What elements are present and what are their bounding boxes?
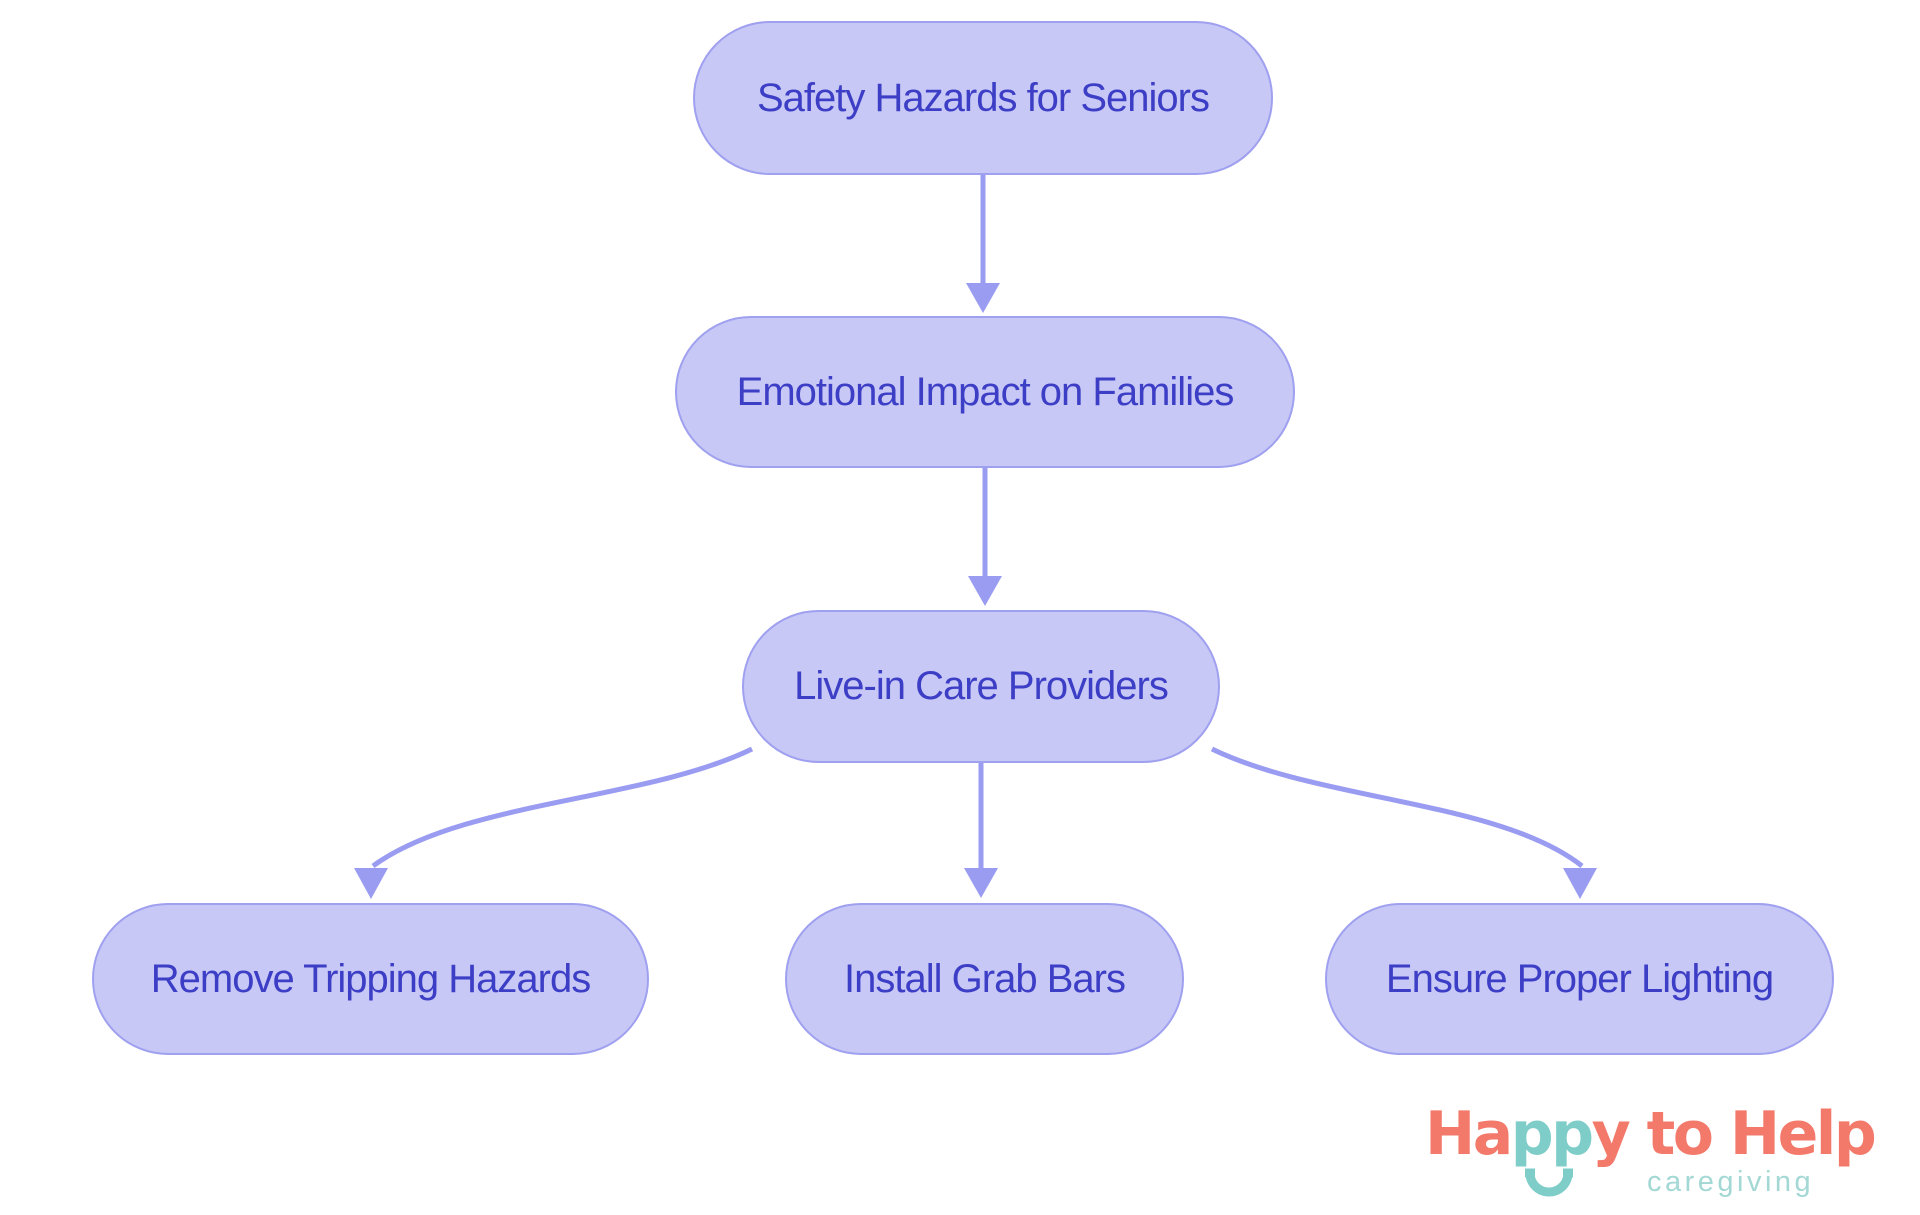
node-label: Ensure Proper Lighting bbox=[1385, 956, 1774, 1001]
logo-title-part1: Ha bbox=[1425, 1099, 1513, 1169]
node-label: Remove Tripping Hazards bbox=[150, 956, 591, 1001]
node-label: Live-in Care Providers bbox=[794, 664, 1169, 708]
node-ensure-proper-lighting: Ensure Proper Lighting bbox=[1325, 903, 1834, 1055]
arrowhead-livein-to-lighting bbox=[1563, 868, 1597, 899]
arrowhead-emotional-to-livein bbox=[968, 576, 1002, 606]
edge-livein-to-lighting bbox=[1210, 746, 1584, 868]
node-label: Install Grab Bars bbox=[844, 956, 1126, 1001]
node-label: Emotional Impact on Families bbox=[736, 369, 1235, 414]
arrowhead-livein-to-grabbars bbox=[964, 868, 998, 898]
arrowhead-safety-to-emotional bbox=[966, 283, 1000, 313]
node-install-grab-bars: Install Grab Bars bbox=[785, 903, 1184, 1055]
happy-to-help-logo: Happy to Help caregiving bbox=[1425, 1104, 1895, 1214]
logo-subtitle: caregiving bbox=[1647, 1166, 1815, 1198]
node-emotional-impact-on-families: Emotional Impact on Families bbox=[675, 316, 1295, 468]
logo-title: Happy to Help bbox=[1425, 1104, 1895, 1164]
node-label: Safety Hazards for Seniors bbox=[757, 75, 1210, 120]
logo-title-part2: pp bbox=[1510, 1099, 1594, 1169]
smile-icon bbox=[1525, 1168, 1573, 1197]
logo-title-part3: y to Help bbox=[1591, 1099, 1877, 1169]
arrowhead-livein-to-tripping bbox=[354, 868, 388, 899]
edge-livein-to-tripping bbox=[371, 746, 754, 869]
node-live-in-care-providers: Live-in Care Providers bbox=[742, 610, 1220, 763]
node-remove-tripping-hazards: Remove Tripping Hazards bbox=[92, 903, 649, 1055]
node-safety-hazards-for-seniors: Safety Hazards for Seniors bbox=[693, 21, 1273, 175]
